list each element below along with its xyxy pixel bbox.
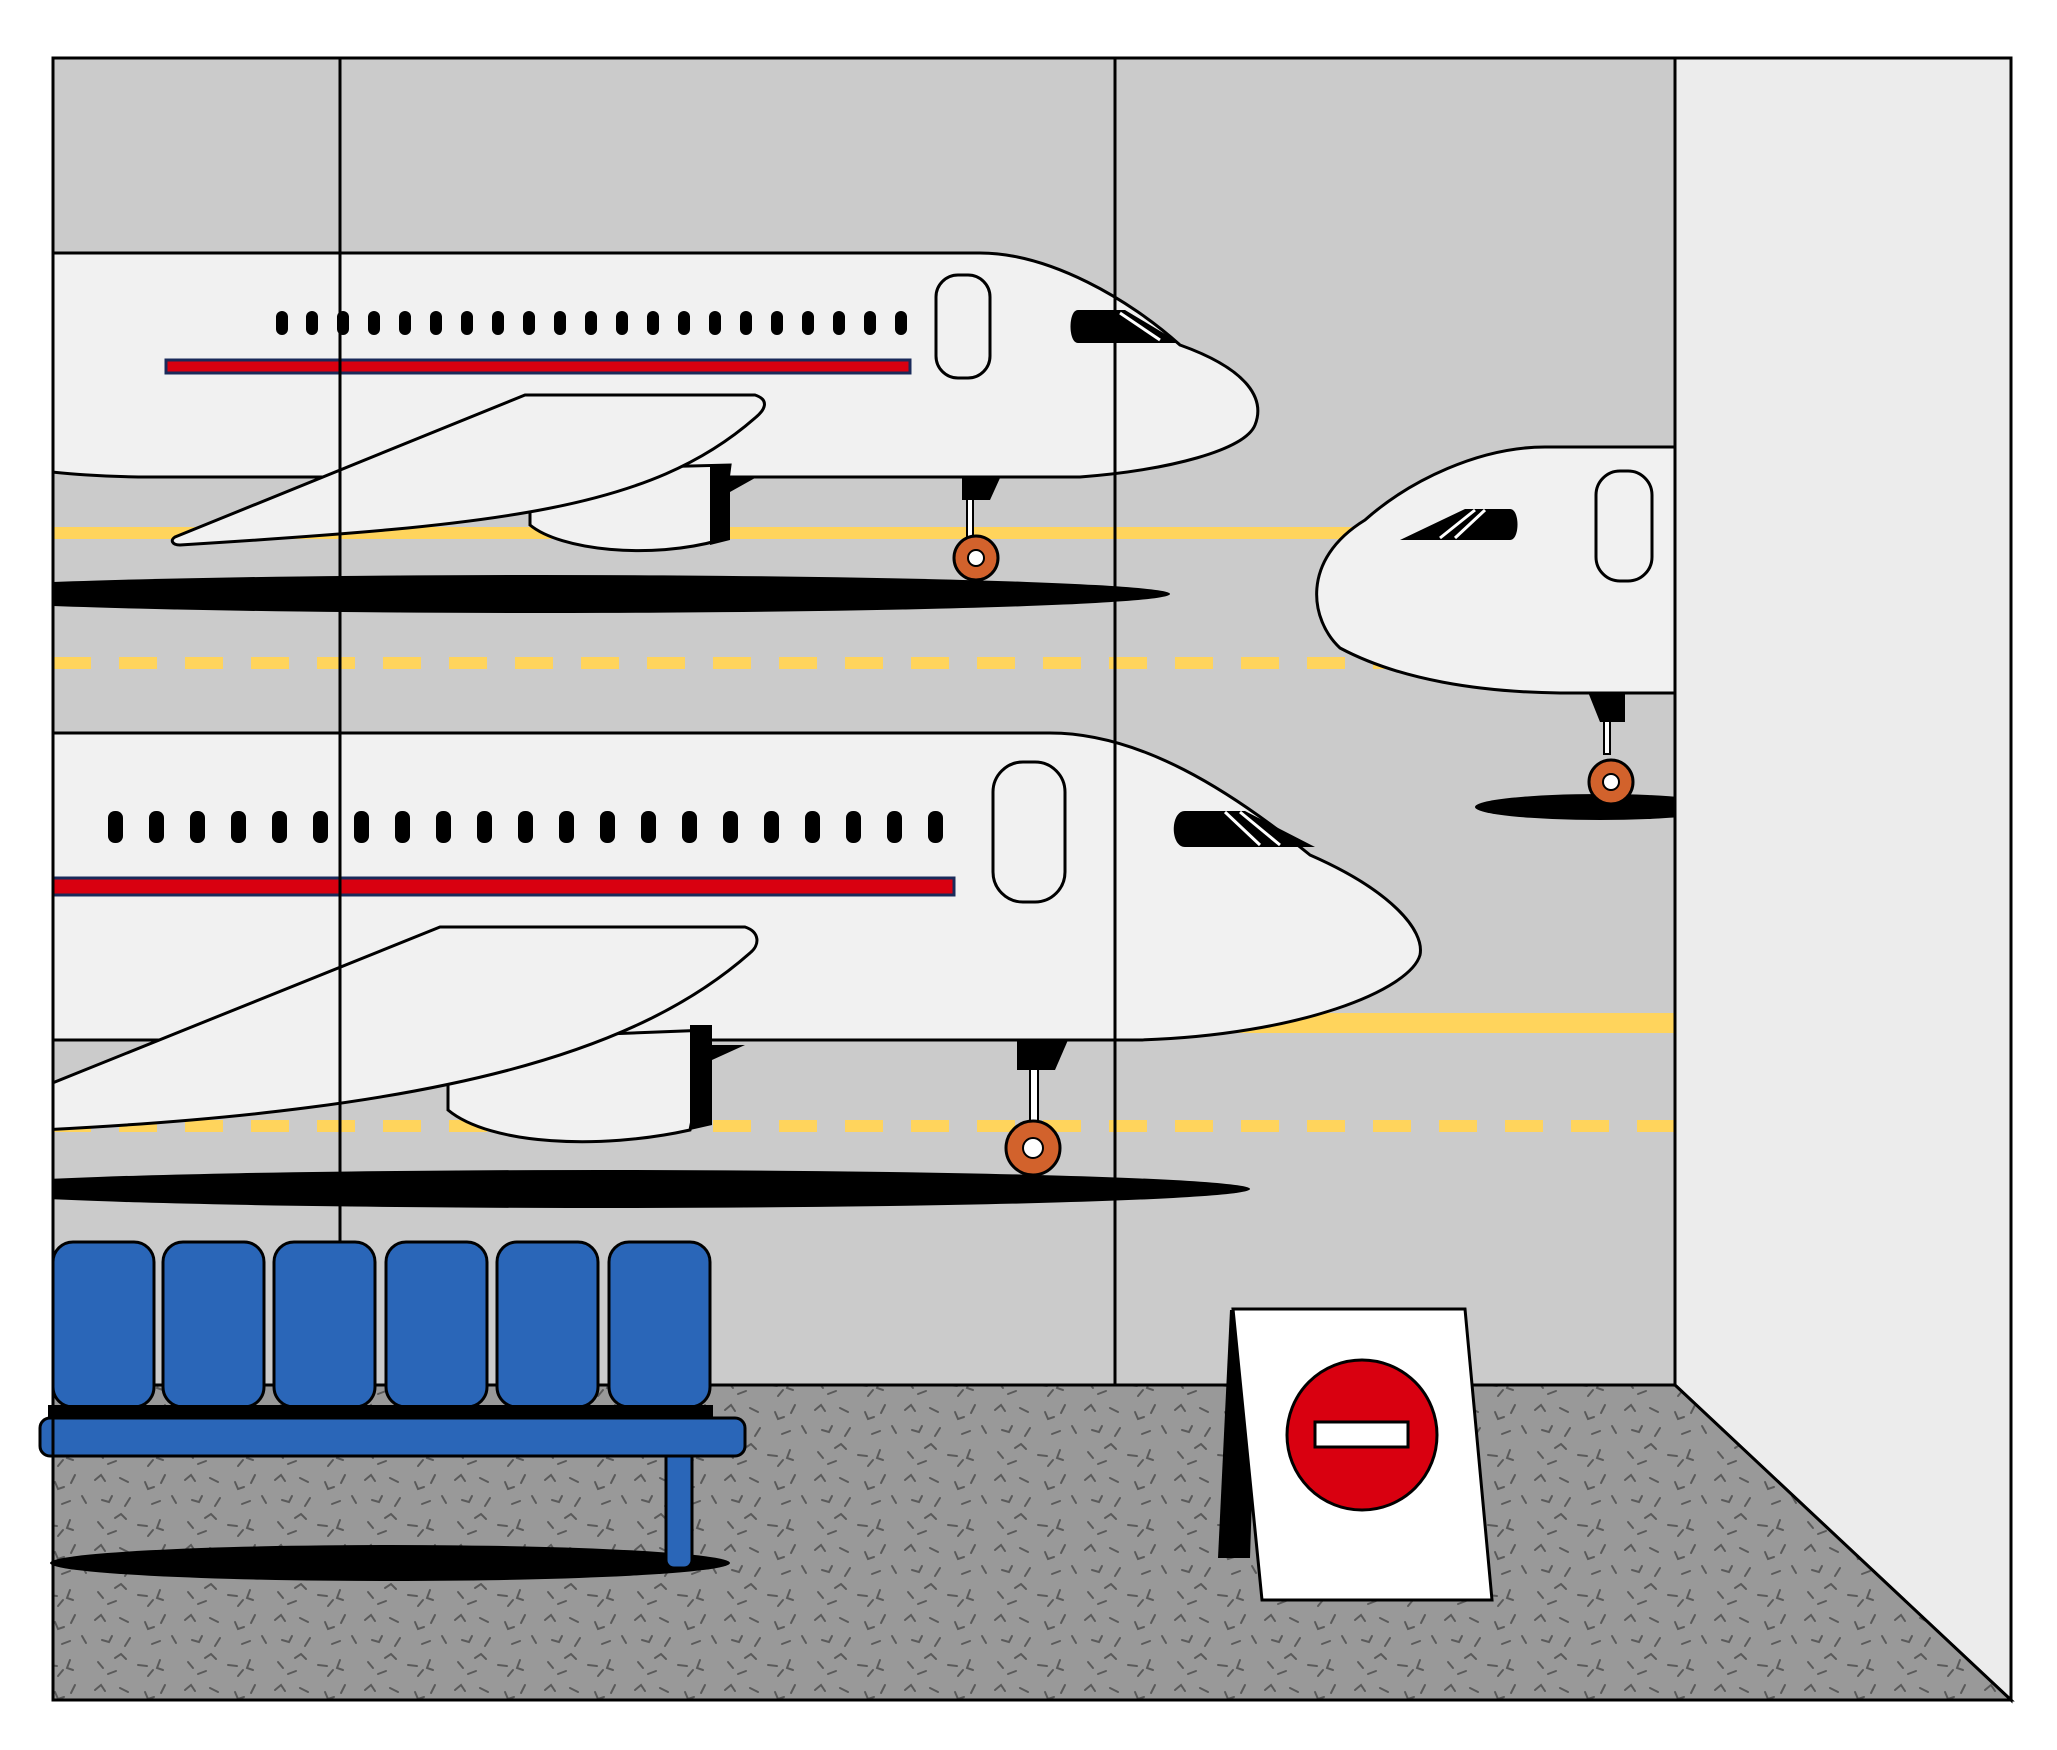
fuselage-stripe bbox=[164, 358, 912, 375]
plane-shadow bbox=[53, 575, 1170, 613]
floor bbox=[51, 1383, 2015, 1702]
cabin-windows bbox=[276, 311, 907, 335]
seat-back bbox=[384, 1240, 489, 1409]
bench-leg bbox=[664, 1448, 694, 1570]
cabin-door bbox=[1594, 469, 1654, 583]
seat-back bbox=[272, 1240, 377, 1409]
cabin-door bbox=[991, 760, 1067, 904]
no-entry-sign bbox=[1218, 1307, 1494, 1602]
seat-back bbox=[51, 1240, 156, 1409]
bench-seat bbox=[38, 1416, 747, 1458]
seat-back bbox=[607, 1240, 712, 1409]
cabin-door bbox=[934, 273, 992, 380]
bench-shadow bbox=[50, 1545, 730, 1581]
seat-back bbox=[495, 1240, 600, 1409]
plane-shadow bbox=[53, 1170, 1250, 1208]
seat-back bbox=[161, 1240, 266, 1409]
frame bbox=[51, 56, 2013, 1702]
waiting-bench bbox=[38, 1240, 747, 1581]
window-view bbox=[53, 58, 1675, 1385]
bottom-left-plane bbox=[53, 731, 1422, 1208]
wing bbox=[53, 925, 759, 1131]
fuselage bbox=[1315, 445, 1675, 695]
cabin-windows bbox=[108, 811, 943, 843]
taxi-line-top bbox=[53, 527, 1453, 539]
fuselage-stripe bbox=[53, 876, 956, 897]
top-left-plane bbox=[53, 251, 1260, 613]
wing bbox=[170, 393, 766, 547]
no-entry-icon bbox=[1285, 1358, 1439, 1512]
right-plane bbox=[1315, 445, 1675, 820]
